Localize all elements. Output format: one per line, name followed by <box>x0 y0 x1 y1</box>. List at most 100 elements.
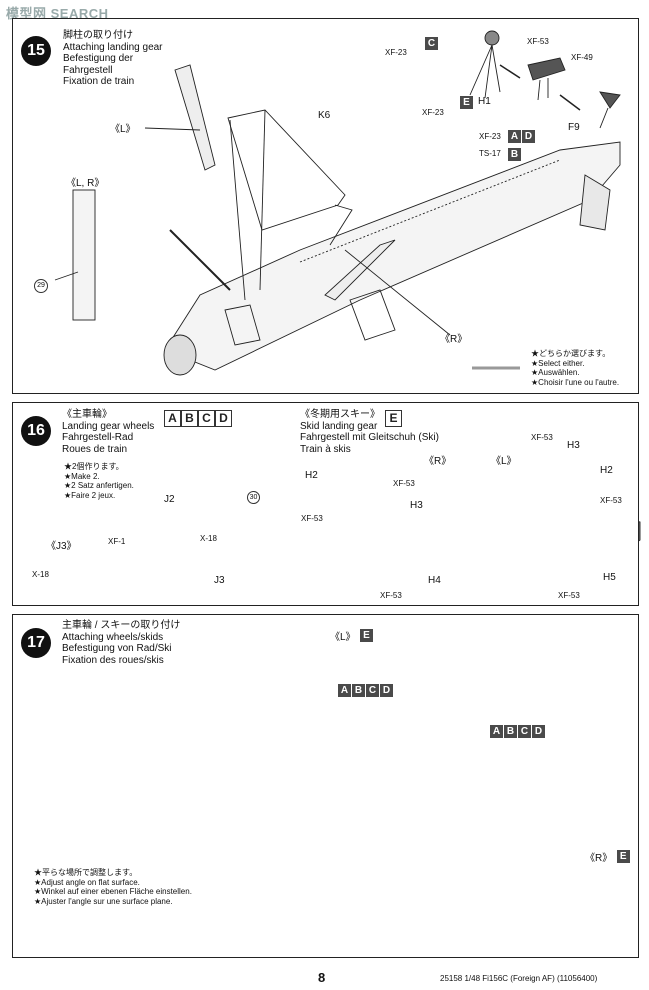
part-H2-l: H2 <box>600 465 613 476</box>
step-15-label-L: 《L》 <box>110 124 136 135</box>
part-E: E <box>460 96 473 110</box>
part-box-E: E <box>460 94 474 112</box>
make2-fr: ★Faire 2 jeux. <box>64 490 116 500</box>
step-17-title-fr: Fixation des roues/skis <box>62 654 164 666</box>
paint-xf1: XF-1 <box>108 537 126 546</box>
s16-box-B: B <box>181 410 198 428</box>
step-15-title-en: Attaching landing gear <box>63 41 163 53</box>
paint-xf49: XF-49 <box>571 53 593 62</box>
step-15-title-de: Befestigung der <box>63 53 134 64</box>
paint-xf23-ad: XF-23 <box>479 132 501 141</box>
part-H5: H5 <box>603 572 616 583</box>
select-either-note: ★どちらか選びます。 ★Select either. ★Auswählen. ★… <box>531 349 619 387</box>
make2-en: ★Make 2. <box>64 471 100 481</box>
make2-jp: ★2個作ります。 <box>64 462 124 471</box>
s17-box-C: C <box>366 684 379 698</box>
angle-adjust-note: ★平らな場所で調整します。 ★Adjust angle on flat surf… <box>34 868 192 906</box>
paint-xf23-e: XF-23 <box>422 108 444 117</box>
s16-box-D: D <box>215 410 232 428</box>
step-15-title-jp: 脚柱の取り付け <box>63 30 133 41</box>
paint-xf53-d: XF-53 <box>531 433 553 442</box>
paint-ts17: TS-17 <box>479 149 501 158</box>
select-note-jp: ★どちらか選びます。 <box>531 349 611 358</box>
angle-note-en: ★Adjust angle on flat surface. <box>34 877 140 887</box>
s17-box-C2: C <box>518 725 531 739</box>
part-H2-r: H2 <box>305 470 318 481</box>
select-note-fr: ★Choisir l'une ou l'autre. <box>531 377 620 387</box>
s16-box-A: A <box>164 410 181 428</box>
step-15-title-fr: Fixation de train <box>63 76 135 87</box>
part-H3-r: H3 <box>410 500 423 511</box>
part-B: B <box>508 148 521 162</box>
step-15-number: 15 <box>21 36 51 66</box>
select-note-en: ★Select either. <box>531 358 585 368</box>
part-C: C <box>425 37 438 51</box>
callout-30: 30 <box>247 491 260 504</box>
part-H1: H1 <box>478 96 491 107</box>
step-15-label-R: 《R》 <box>440 334 468 345</box>
paint-xf53-e: XF-53 <box>600 496 622 505</box>
step-15-label-29: 29 <box>34 279 48 293</box>
step-16-label-L: 《L》 <box>491 456 517 467</box>
s16-box-E: E <box>385 410 402 428</box>
s17-box-A2: A <box>490 725 503 739</box>
step-16-wheels-de: Fahrgestell-Rad <box>62 432 134 443</box>
s17-box-B: B <box>352 684 365 698</box>
part-D: D <box>522 130 535 144</box>
step-16-ski-box: E <box>385 410 402 428</box>
part-H4: H4 <box>428 575 441 586</box>
paint-xf53-b: XF-53 <box>301 514 323 523</box>
step-16-ski-title: 《冬期用スキー》 Skid landing gear Fahrgestell m… <box>300 409 439 455</box>
paint-x18-a: X-18 <box>32 570 49 579</box>
fuselage-step15 <box>164 141 621 371</box>
step-17-label-R: 《R》 <box>585 853 613 864</box>
part-A: A <box>508 130 521 144</box>
part-J3: J3 <box>214 575 225 586</box>
paint-xf53: XF-53 <box>527 37 549 46</box>
step-15-title-de2: Fahrgestell <box>63 64 113 76</box>
angle-note-fr: ★Ajuster l'angle sur une surface plane. <box>34 896 173 906</box>
step-16-wheels-title: 《主車輪》 Landing gear wheels Fahrgestell-Ra… <box>62 409 154 455</box>
step-15-label-LR: 《L, R》 <box>66 178 105 189</box>
strut-detail <box>72 189 96 321</box>
step-16-wheels-fr: Roues de train <box>62 443 128 455</box>
step-17-title-jp: 主車輪 / スキーの取り付け <box>62 620 181 631</box>
step-16-ski-en: Skid landing gear <box>300 420 378 432</box>
step-17-title-de: Befestigung von Rad/Ski <box>62 643 172 654</box>
page-number: 8 <box>318 970 326 985</box>
strut-L <box>174 64 216 171</box>
step-16-label-J3-view: 《J3》 <box>46 541 77 552</box>
part-F9: F9 <box>568 122 580 133</box>
s16-box-C: C <box>198 410 215 428</box>
part-H3-l: H3 <box>567 440 580 451</box>
step-17-title: 主車輪 / スキーの取り付け Attaching wheels/skids Be… <box>62 620 180 666</box>
step-15-label-K6: K6 <box>318 110 331 121</box>
step-16-wheels-en: Landing gear wheels <box>62 420 155 432</box>
paint-xf53-a: XF-53 <box>393 479 415 488</box>
step-16-label-R: 《R》 <box>424 456 452 467</box>
step-17-R-group: 《R》 E <box>585 848 631 866</box>
step-16-number: 16 <box>21 416 51 446</box>
paint-xf53-c: XF-53 <box>380 591 402 600</box>
step-16-ski-jp: 《冬期用スキー》 <box>300 409 380 420</box>
part-J2: J2 <box>164 494 175 505</box>
angle-note-de: ★Winkel auf einer ebenen Fläche einstell… <box>34 887 192 896</box>
step-17-L-group: 《L》 E <box>330 627 374 645</box>
step-17-label-L: 《L》 <box>330 632 356 643</box>
make-two-note: ★2個作ります。 ★Make 2. ★2 Satz anfertigen. ★F… <box>64 462 134 500</box>
make2-de: ★2 Satz anfertigen. <box>64 481 134 490</box>
footer-code: 25158 1/48 Fi156C (Foreign AF) (11056400… <box>440 974 598 983</box>
part-box-B: B <box>508 146 522 164</box>
step-17-title-en: Attaching wheels/skids <box>62 631 164 643</box>
step-16-wheels-jp: 《主車輪》 <box>62 409 112 420</box>
watermark: 模型网 SEARCH <box>6 6 109 21</box>
step-16-ski-fr: Train à skis <box>300 443 351 455</box>
step-17-panel <box>12 614 639 958</box>
select-note-de: ★Auswählen. <box>531 368 580 377</box>
step-17-number: 17 <box>21 628 51 658</box>
step-15-title: 脚柱の取り付け Attaching landing gear Befestigu… <box>63 30 163 88</box>
paint-xf23-c: XF-23 <box>385 48 407 57</box>
angle-note-jp: ★平らな場所で調整します。 <box>34 868 138 877</box>
